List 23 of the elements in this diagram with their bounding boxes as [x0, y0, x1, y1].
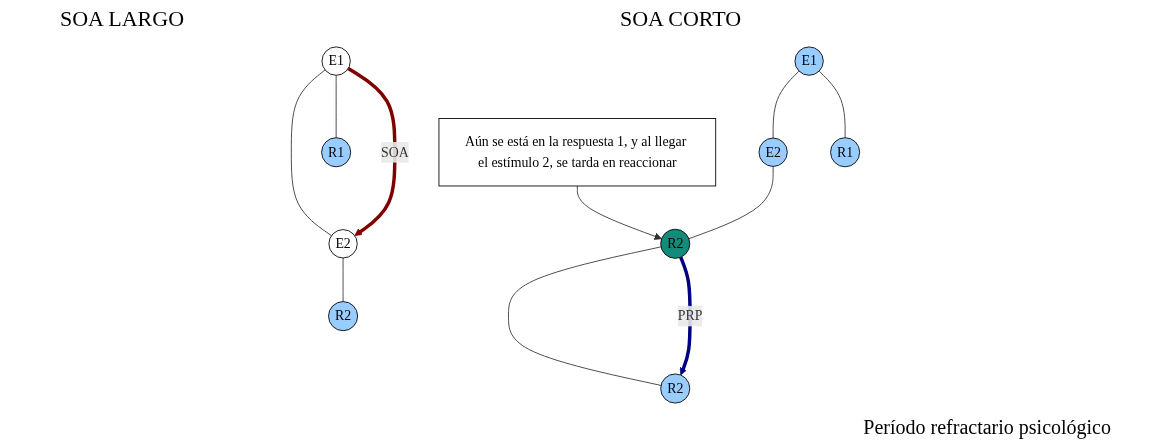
node-circle: R2: [328, 301, 359, 332]
node-circle: E2: [758, 137, 788, 167]
connector: [508, 246, 662, 386]
node-circle: R2: [660, 373, 691, 404]
connector: [772, 70, 800, 139]
note: Período refractario psicológico: [863, 416, 1111, 439]
edge-label: PRP: [677, 308, 703, 324]
connector: [688, 166, 774, 240]
node-circle: E1: [794, 46, 824, 76]
node-circle: E1: [321, 46, 351, 76]
node-circle: R1: [830, 137, 861, 168]
connector: [342, 257, 344, 302]
heading: SOA CORTO: [620, 6, 742, 32]
connector: [290, 69, 332, 237]
node-box: Aún se está en la respuesta 1, y al llegar el estímulo 2, se tarda en reaccionar: [438, 118, 717, 187]
node-circle: E2: [328, 229, 358, 259]
arrow: [347, 67, 397, 236]
node-circle: R1: [321, 137, 352, 168]
connector: [818, 70, 846, 139]
edge-label: SOA: [380, 144, 409, 160]
heading: SOA LARGO: [60, 6, 185, 32]
node-circle: R2: [660, 228, 691, 259]
connector: [335, 74, 337, 139]
